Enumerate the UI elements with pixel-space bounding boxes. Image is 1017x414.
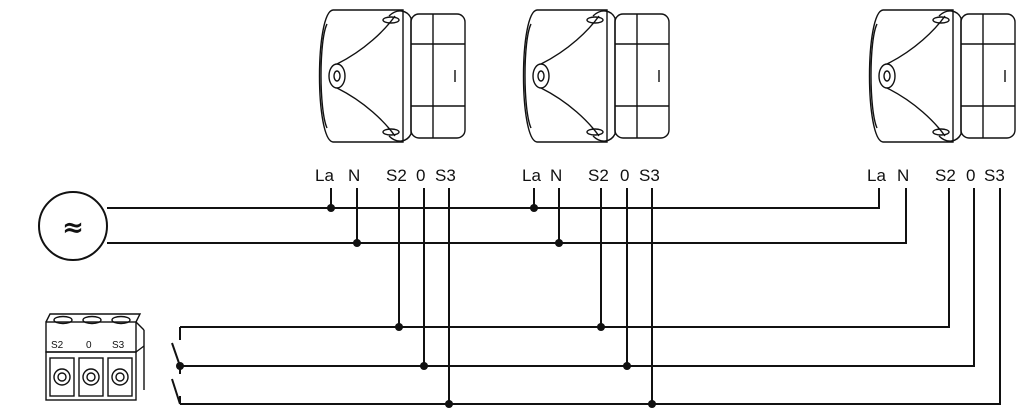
junction-dot	[648, 400, 656, 408]
ac-symbol: ≈	[62, 213, 84, 243]
siren-device-3	[868, 9, 1016, 143]
terminal-label-n: N	[348, 166, 360, 185]
terminal-label-0: 0	[620, 166, 629, 185]
terminal-label-s2: S2	[935, 166, 956, 185]
s3-control-line	[180, 188, 1001, 405]
junction-dot	[597, 323, 605, 331]
siren-2-terminals: La N S2 0 S3	[522, 166, 660, 185]
siren-1-terminals: La N S2 0 S3	[315, 166, 456, 185]
siren-icon	[318, 9, 466, 143]
siren-icon	[522, 9, 670, 143]
terminal-label-s2: S2	[386, 166, 407, 185]
terminal-label-s3: S3	[639, 166, 660, 185]
junction-dot	[555, 239, 563, 247]
s2-control-line	[180, 188, 950, 328]
junction-dot	[623, 362, 631, 370]
switch-contacts	[171, 327, 181, 405]
terminal-label-n: N	[550, 166, 562, 185]
n-supply-line	[107, 188, 907, 244]
terminal-block-icon: S2 0 S3	[45, 313, 145, 401]
terminal-label-s3: S3	[435, 166, 456, 185]
terminal-label-la: La	[315, 166, 334, 185]
block-label-0: 0	[86, 340, 92, 351]
junction-dot	[445, 400, 453, 408]
terminal-label-la: La	[867, 166, 886, 185]
siren-icon	[868, 9, 1016, 143]
siren-3-terminals: La N S2 0 S3	[867, 166, 1005, 185]
ac-power-source-icon: ≈	[38, 191, 108, 261]
switch-s3	[171, 378, 181, 405]
terminal-label-la: La	[522, 166, 541, 185]
siren-device-2	[522, 9, 670, 143]
junction-dot	[420, 362, 428, 370]
siren-device-1	[318, 9, 466, 143]
zero-control-line	[180, 188, 975, 367]
junction-dot	[327, 204, 335, 212]
terminal-label-s3: S3	[984, 166, 1005, 185]
terminal-label-0: 0	[966, 166, 975, 185]
switch-s2	[171, 342, 181, 367]
terminal-label-n: N	[897, 166, 909, 185]
control-wires	[176, 188, 1001, 408]
supply-wires	[107, 188, 907, 247]
block-label-s3: S3	[112, 340, 125, 351]
junction-dot	[353, 239, 361, 247]
junction-dot	[530, 204, 538, 212]
terminal-label-0: 0	[416, 166, 425, 185]
terminal-label-s2: S2	[588, 166, 609, 185]
la-supply-line	[107, 188, 880, 209]
block-label-s2: S2	[51, 340, 64, 351]
junction-dot	[395, 323, 403, 331]
